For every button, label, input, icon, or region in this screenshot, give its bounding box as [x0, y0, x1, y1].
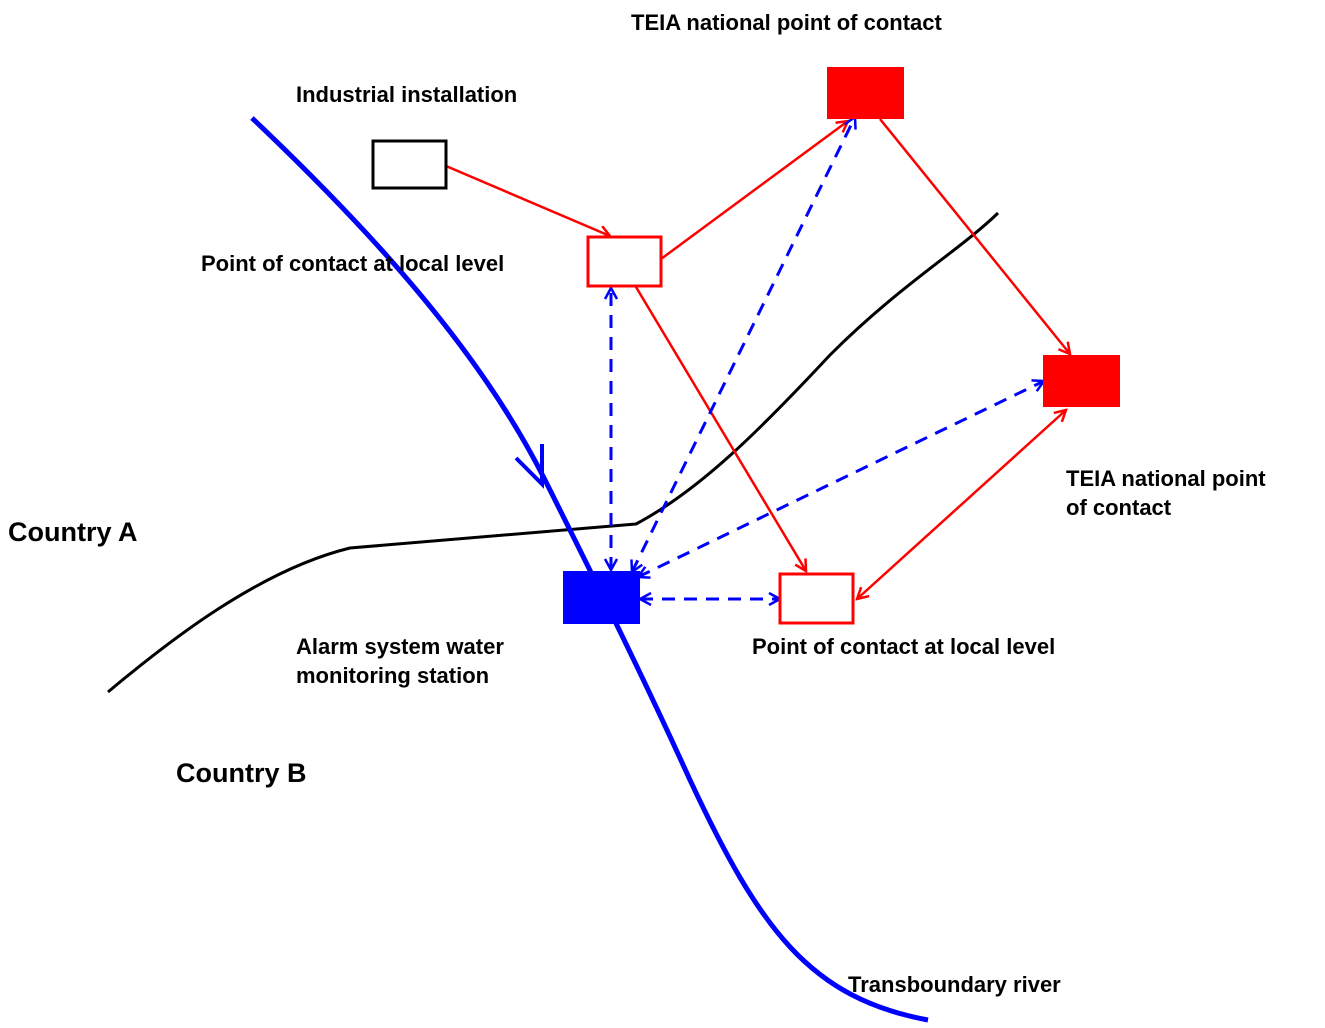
alarm-station-label-line2: monitoring station [296, 662, 490, 688]
industrial-installation-label: Industrial installation [296, 82, 518, 107]
teia-right-box [1043, 355, 1120, 407]
local-contact-b-label: Point of contact at local level [752, 634, 1056, 659]
dashed-arrow-alarm-teia-top [632, 117, 855, 572]
industrial-installation-box [371, 139, 448, 190]
alarm-station-box [563, 571, 640, 624]
dashed-arrow-alarm-teia-right [638, 381, 1044, 577]
teia-top-box [827, 67, 904, 119]
teia-top-label: TEIA national point of contact [631, 10, 942, 35]
river-label: Transboundary river [848, 972, 1061, 997]
country-a-label: Country A [8, 517, 138, 547]
arrow-local-a-to-local-b [634, 286, 806, 571]
local-contact-b-box [778, 572, 855, 625]
alarm-station-label-line1: Alarm system water [296, 634, 504, 659]
local-contact-a-label: Point of contact at local level [201, 251, 505, 276]
arrow-teia-right-to-local-b [857, 410, 1066, 599]
local-contact-a-box [586, 235, 663, 288]
arrow-installation-to-local-a [445, 164, 610, 236]
river-flow-arrow-icon [514, 444, 544, 489]
teia-right-label-line2: of contact [1066, 494, 1172, 520]
teia-right-label-line1: TEIA national point [1066, 466, 1266, 491]
country-border-line [107, 211, 1000, 694]
teia-right-label: TEIA national point of contact [1066, 465, 1266, 522]
country-b-label: Country B [176, 758, 307, 788]
arrow-teia-top-to-teia-right [879, 118, 1070, 354]
alarm-station-label: Alarm system water monitoring station [296, 633, 504, 690]
